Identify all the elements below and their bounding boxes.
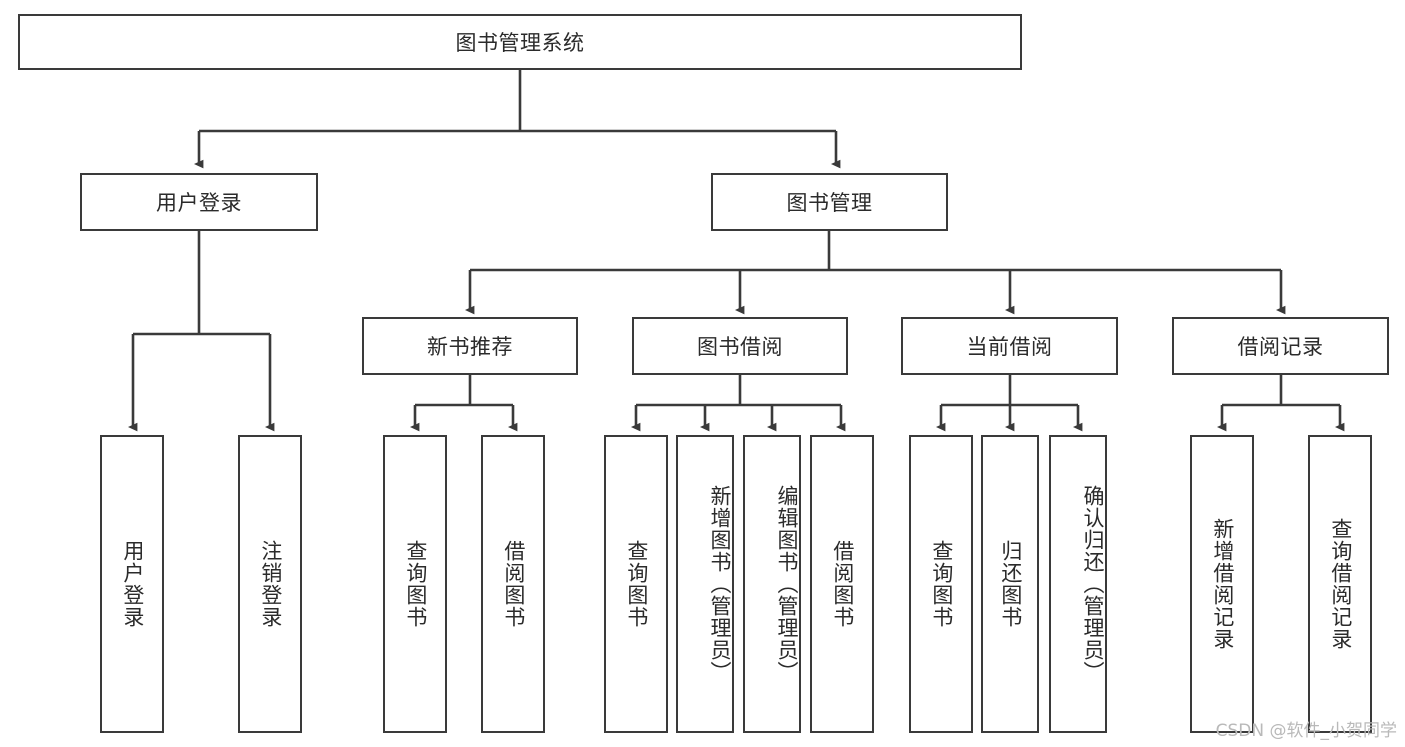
leaf-logout[interactable]: 注销登录 xyxy=(238,435,302,733)
node-label: 用户登录 xyxy=(156,191,242,215)
node-label: 确认归还（管理员） xyxy=(1081,485,1105,683)
node-label: 查询借阅记录 xyxy=(1328,518,1353,650)
node-label: 查询图书 xyxy=(624,540,649,628)
leaf-user-login[interactable]: 用户登录 xyxy=(100,435,164,733)
leaf-edit-book-admin[interactable]: 编辑图书（管理员） xyxy=(743,435,801,733)
leaf-query-borrow-record[interactable]: 查询借阅记录 xyxy=(1308,435,1372,733)
node-label: 当前借阅 xyxy=(966,335,1053,359)
node-label: 借阅图书 xyxy=(830,540,855,628)
node-label: 归还图书 xyxy=(998,540,1023,628)
node-label: 新书推荐 xyxy=(427,335,513,359)
node-label: 新增借阅记录 xyxy=(1210,518,1235,650)
node-label: 新增图书（管理员） xyxy=(708,485,732,683)
leaf-add-book-admin[interactable]: 新增图书（管理员） xyxy=(676,435,734,733)
leaf-query-book-borrow[interactable]: 查询图书 xyxy=(604,435,668,733)
leaf-return-book[interactable]: 归还图书 xyxy=(981,435,1039,733)
node-label: 借阅图书 xyxy=(501,540,526,628)
leaf-confirm-return-admin[interactable]: 确认归还（管理员） xyxy=(1049,435,1107,733)
leaf-query-book-current[interactable]: 查询图书 xyxy=(909,435,973,733)
watermark-text: CSDN @软件_小贺同学 xyxy=(1215,721,1397,741)
node-label: 图书借阅 xyxy=(697,335,783,359)
node-label: 图书管理系统 xyxy=(455,31,585,55)
node-label: 借阅记录 xyxy=(1237,335,1324,359)
node-root-system[interactable]: 图书管理系统 xyxy=(18,14,1022,70)
node-user-login[interactable]: 用户登录 xyxy=(80,173,318,231)
node-label: 查询图书 xyxy=(929,540,954,628)
node-label: 查询图书 xyxy=(403,540,428,628)
node-new-book-recommend[interactable]: 新书推荐 xyxy=(362,317,578,375)
leaf-query-book-recommend[interactable]: 查询图书 xyxy=(383,435,447,733)
node-borrow-records[interactable]: 借阅记录 xyxy=(1172,317,1389,375)
node-current-borrow[interactable]: 当前借阅 xyxy=(901,317,1118,375)
node-label: 注销登录 xyxy=(258,540,283,628)
leaf-borrow-book-recommend[interactable]: 借阅图书 xyxy=(481,435,545,733)
node-label: 用户登录 xyxy=(120,540,145,628)
node-label: 图书管理 xyxy=(786,191,873,215)
node-book-management[interactable]: 图书管理 xyxy=(711,173,948,231)
leaf-add-borrow-record[interactable]: 新增借阅记录 xyxy=(1190,435,1254,733)
leaf-borrow-book[interactable]: 借阅图书 xyxy=(810,435,874,733)
node-book-borrow[interactable]: 图书借阅 xyxy=(632,317,848,375)
node-label: 编辑图书（管理员） xyxy=(775,485,799,683)
